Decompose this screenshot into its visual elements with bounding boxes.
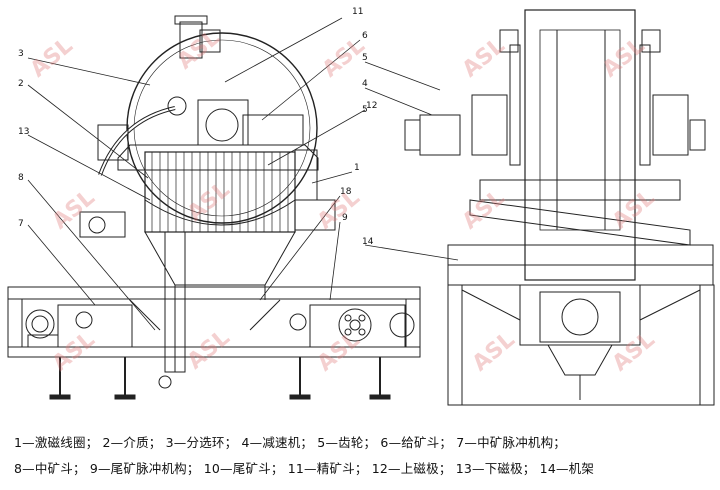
callout-12: 12 [366, 101, 377, 111]
svg-text:ASL: ASL [608, 327, 660, 376]
svg-text:ASL: ASL [458, 185, 510, 234]
callout-11: 11 [352, 7, 363, 17]
front-view [7, 15, 421, 400]
legend-line-2: 8—中矿斗； 9—尾矿脉冲机构； 10—尾矿斗； 11—精矿斗； 12—上磁极；… [14, 461, 595, 476]
media-ribs [151, 152, 289, 232]
side-view [404, 9, 715, 406]
base-frame [7, 286, 421, 300]
svg-text:ASL: ASL [608, 185, 660, 234]
callout-5a: 5 [362, 53, 368, 63]
svg-text:ASL: ASL [48, 185, 100, 234]
callout-2: 2 [18, 79, 24, 89]
machine-frame [447, 284, 463, 406]
callout-8: 8 [18, 173, 24, 183]
lower-hopper [144, 231, 296, 286]
callout-7: 7 [18, 219, 24, 229]
callout-14: 14 [362, 237, 374, 247]
svg-text:ASL: ASL [183, 177, 235, 226]
legend-line-1: 1—激磁线圈； 2—介质； 3—分选环； 4—减速机； 5—齿轮； 6—给矿斗；… [14, 435, 567, 450]
svg-text:ASL: ASL [26, 33, 78, 82]
callout-9: 9 [342, 213, 348, 223]
callout-5b: 5 [362, 105, 368, 115]
callout-4: 4 [362, 79, 368, 89]
svg-text:ASL: ASL [313, 185, 365, 234]
svg-text:ASL: ASL [313, 327, 365, 376]
svg-text:ASL: ASL [183, 325, 235, 374]
svg-text:ASL: ASL [468, 327, 520, 376]
callout-1: 1 [354, 163, 360, 173]
callout-13: 13 [18, 127, 29, 137]
tail-pulse-mechanism [309, 304, 406, 348]
watermarks: ASL ASL ASL ASL ASL ASL ASL ASL ASL ASL … [26, 25, 660, 376]
callout-numbers: 11 3 6 5 4 5 2 12 13 1 8 18 7 9 14 [18, 7, 377, 247]
leader-lines [27, 17, 459, 331]
svg-text:ASL: ASL [458, 33, 510, 82]
separation-ring [126, 32, 318, 224]
callout-6: 6 [362, 31, 368, 41]
upper-pole-box [197, 99, 249, 146]
callout-3: 3 [18, 49, 24, 59]
callout-18: 18 [340, 187, 352, 197]
